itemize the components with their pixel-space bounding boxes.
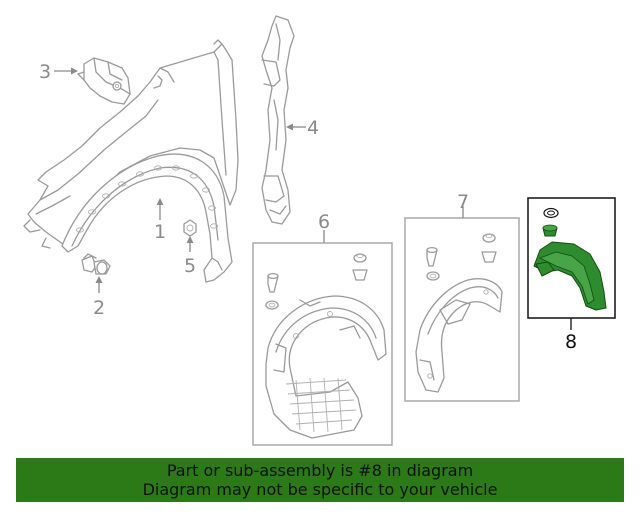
callout-6: 6	[318, 211, 330, 233]
fender-liner-box-7[interactable]	[404, 217, 520, 402]
banner-line-2: Diagram may not be specific to your vehi…	[142, 480, 498, 499]
bolt-part-2[interactable]	[81, 253, 111, 275]
callout-4: 4	[307, 117, 319, 139]
nut-part-5[interactable]	[183, 219, 197, 237]
callout-5: 5	[184, 255, 196, 277]
callout-8: 8	[565, 331, 577, 353]
callout-2: 2	[93, 297, 105, 319]
leader-lines	[54, 67, 464, 293]
callout-3: 3	[39, 61, 51, 83]
callout-1: 1	[154, 221, 166, 243]
highlighted-part-box-8[interactable]	[527, 197, 616, 319]
callout-7: 7	[457, 191, 469, 213]
fender-liner-box-6[interactable]	[252, 242, 393, 446]
bracket-part-4[interactable]	[261, 15, 295, 225]
fender-part-1[interactable]	[23, 39, 239, 283]
info-banner: Part or sub-assembly is #8 in diagram Di…	[16, 458, 624, 502]
bracket-part-3[interactable]	[77, 57, 131, 105]
banner-line-1: Part or sub-assembly is #8 in diagram	[166, 461, 474, 480]
